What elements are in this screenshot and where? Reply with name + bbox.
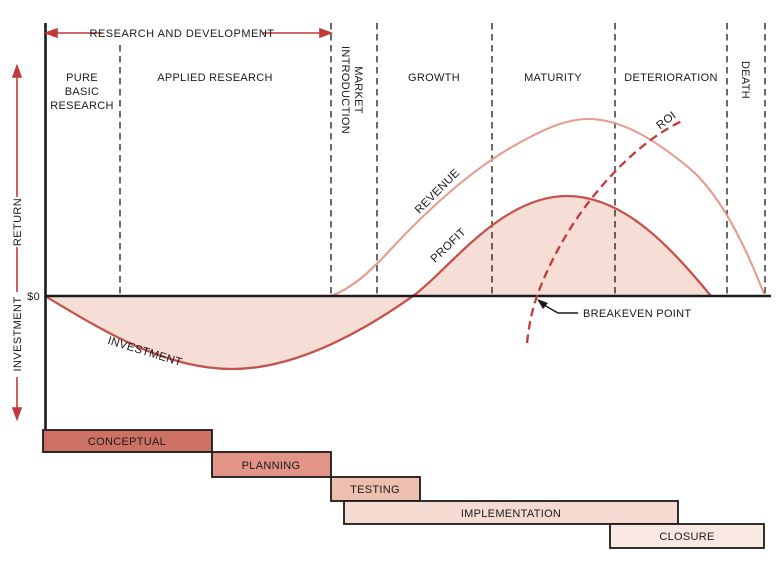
phase-bar-closure-label: CLOSURE xyxy=(659,531,714,543)
stage-label-applied-research: APPLIED RESEARCH xyxy=(157,72,272,84)
breakeven-leader xyxy=(543,304,578,314)
roi-curve xyxy=(525,119,683,344)
stage-label-maturity: MATURITY xyxy=(524,72,582,84)
stage-label-market: MARKET xyxy=(352,66,364,114)
return-investment-arrow xyxy=(11,27,334,422)
breakeven-label: BREAKEVEN POINT xyxy=(583,308,691,320)
stage-label-basic: BASIC xyxy=(65,86,100,98)
stage-label-death: DEATH xyxy=(739,61,751,99)
breakeven-arrowhead-icon xyxy=(537,299,548,309)
stage-label-research: RESEARCH xyxy=(50,100,114,112)
stage-label-market-introduction: MARKET INTRODUCTION xyxy=(339,46,364,134)
investment-axis-label: INVESTMENT xyxy=(12,297,24,372)
phase-bar-planning-label: PLANNING xyxy=(242,460,301,472)
stage-label-deterioration: DETERIORATION xyxy=(624,72,718,84)
rd-span-label: RESEARCH AND DEVELOPMENT xyxy=(90,28,275,40)
stage-label-growth: GROWTH xyxy=(408,72,460,84)
phase-bar-conceptual-label: CONCEPTUAL xyxy=(88,436,166,448)
revenue-label: REVENUE xyxy=(413,167,462,216)
phase-bar-closure xyxy=(609,523,765,549)
revenue-curve xyxy=(330,117,765,297)
phase-bar-testing xyxy=(330,476,421,502)
phase-bar-implementation-label: IMPLEMENTATION xyxy=(461,508,561,520)
stage-label-introduction: INTRODUCTION xyxy=(339,46,351,134)
phase-bar-conceptual xyxy=(42,429,213,453)
investment-profit-fill xyxy=(45,196,711,369)
phase-bar-testing-label: TESTING xyxy=(350,484,400,496)
phase-bar-planning xyxy=(211,451,332,478)
phase-bar-implementation xyxy=(343,500,679,525)
stage-label-pure: PURE xyxy=(66,72,98,84)
zero-label: $0 xyxy=(27,291,40,303)
return-axis-label: RETURN xyxy=(12,198,24,246)
